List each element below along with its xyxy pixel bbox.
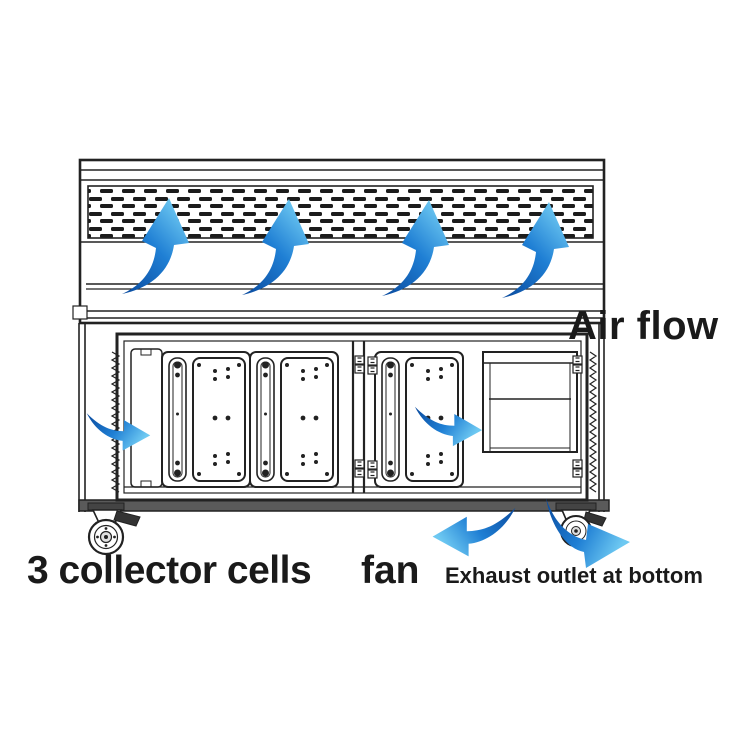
base-rail [78, 499, 610, 512]
exhaust-left-arrow-icon [432, 507, 516, 557]
caster-left [87, 502, 141, 556]
side-columns [78, 323, 605, 512]
lower-cabinet [110, 332, 598, 502]
fan-box [482, 351, 578, 453]
exhaust-outlet-label: Exhaust outlet at bottom [445, 563, 703, 588]
collector-cells-label: 3 collector cells [27, 549, 312, 592]
seal-strip-right [588, 351, 598, 493]
fan-label: fan [361, 549, 420, 592]
upper-cabinet [72, 158, 606, 325]
seal-strip-left [110, 351, 121, 493]
air-flow-label: Air flow [568, 304, 719, 348]
